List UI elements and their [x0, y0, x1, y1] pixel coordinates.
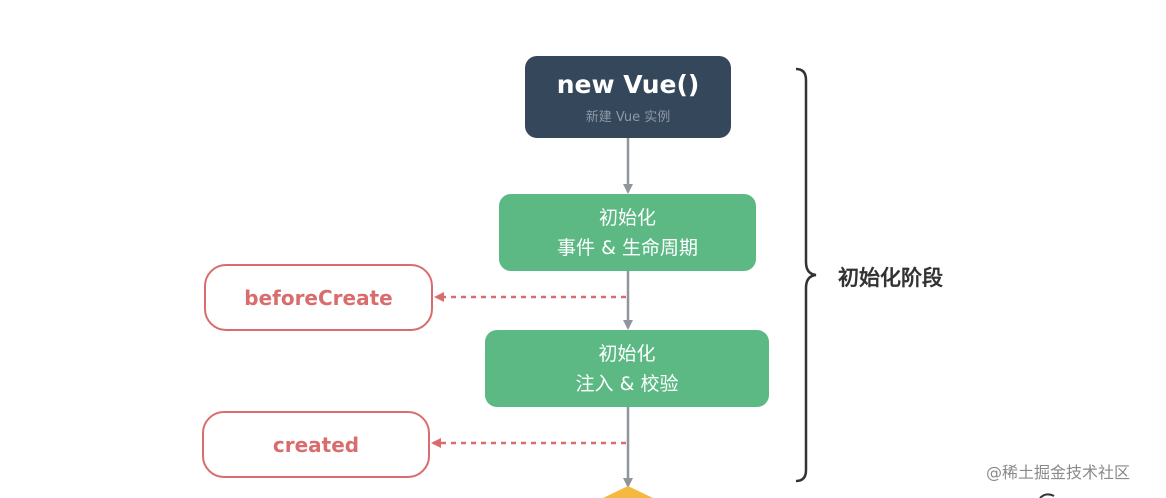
before-create-hook: beforeCreate — [204, 264, 433, 331]
new-vue-subtitle: 新建 Vue 实例 — [585, 109, 671, 125]
init-inject-line1: 初始化 — [598, 342, 656, 365]
watermark: @稀土掘金技术社区 — [986, 463, 1131, 482]
init-events-line1: 初始化 — [598, 206, 656, 229]
decision-diamond-partial — [603, 486, 653, 498]
new-vue-node: new Vue() 新建 Vue 实例 — [525, 56, 731, 138]
init-events-line2: 事件 & 生命周期 — [557, 236, 698, 259]
init-inject-line2: 注入 & 校验 — [575, 372, 679, 395]
created-label: created — [272, 432, 360, 457]
new-vue-title: new Vue() — [556, 69, 700, 99]
before-create-label: beforeCreate — [244, 285, 393, 310]
phase-brace — [795, 67, 817, 483]
phase-label: 初始化阶段 — [838, 266, 943, 290]
init-inject-validate-node: 初始化 注入 & 校验 — [485, 330, 769, 407]
corner-mark — [1039, 493, 1055, 498]
init-events-lifecycle-node: 初始化 事件 & 生命周期 — [499, 194, 756, 271]
created-hook: created — [202, 411, 430, 478]
